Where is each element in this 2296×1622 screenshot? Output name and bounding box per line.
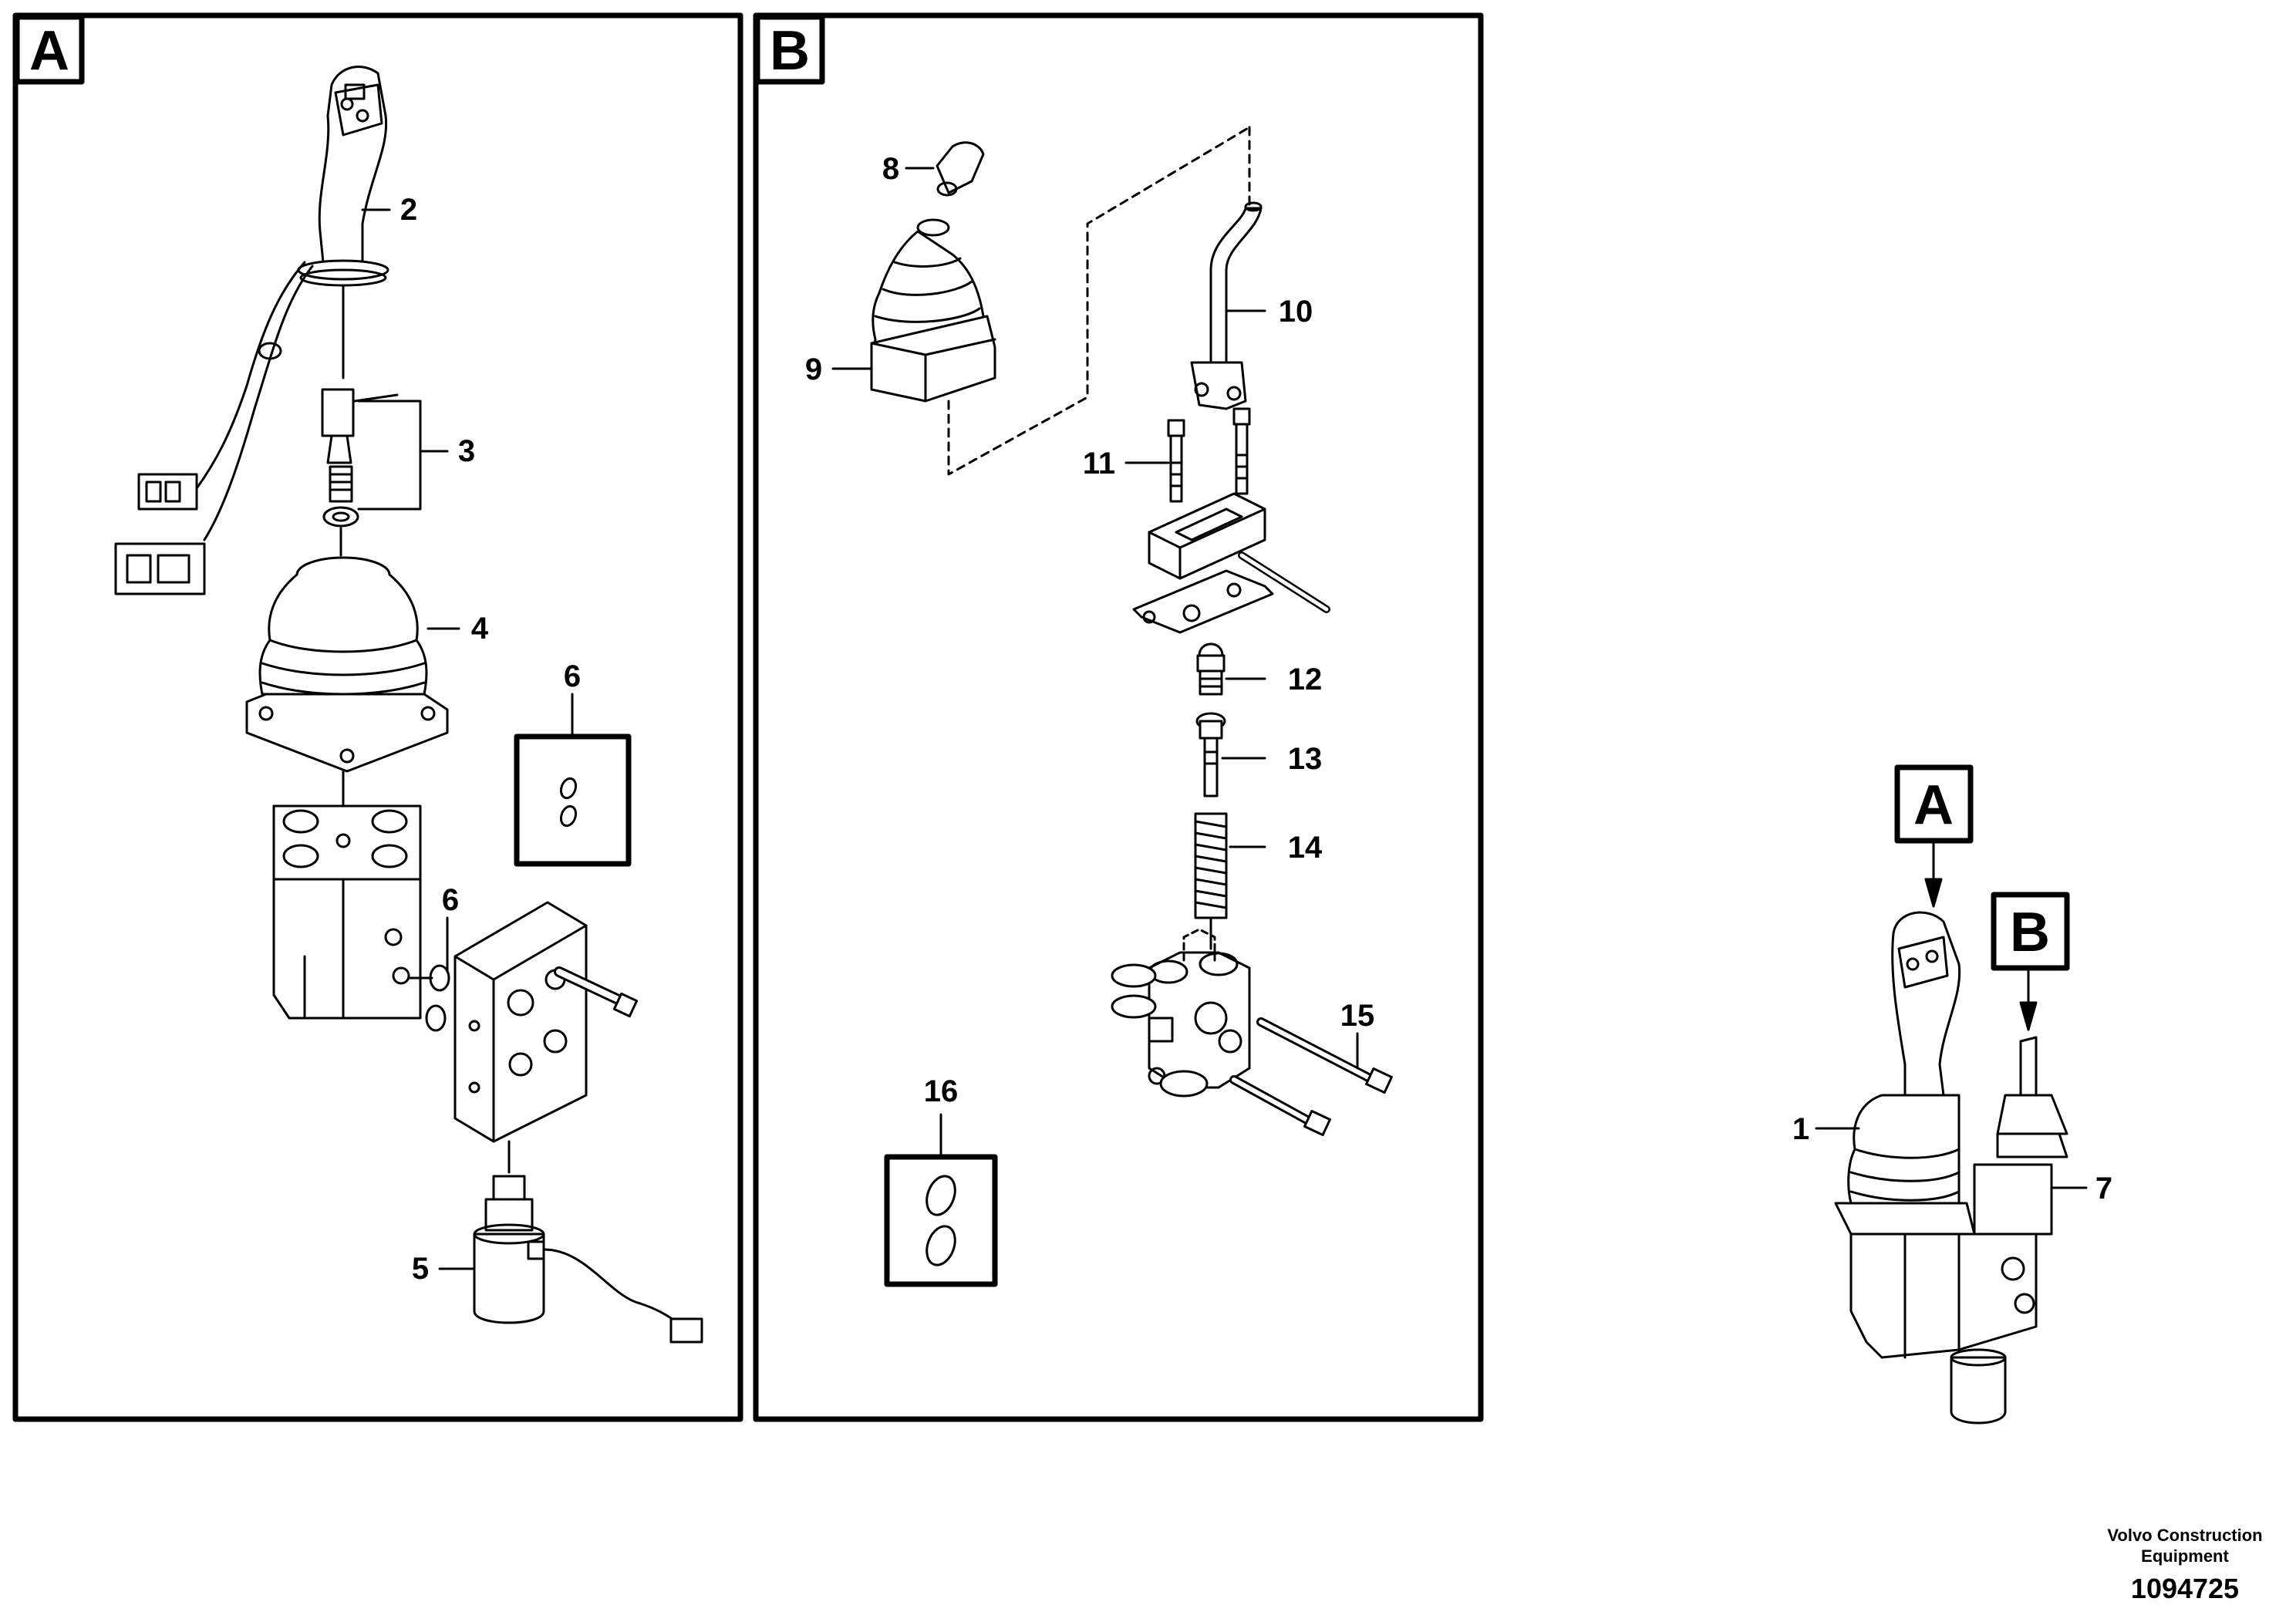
- bolt: [554, 966, 639, 1018]
- callout-9: 9: [805, 352, 822, 386]
- callout-16: 16: [924, 1074, 959, 1108]
- overview-label-b: B: [2010, 902, 2050, 963]
- plunger-part-12: [1196, 642, 1226, 696]
- spring-part-14: [1194, 812, 1228, 919]
- valve-body: [272, 804, 422, 1020]
- callout-4: 4: [471, 612, 489, 646]
- assembly-guide-line: [947, 126, 1251, 476]
- callout-5: 5: [412, 1252, 429, 1286]
- lever-part-10: [1190, 201, 1263, 410]
- callout-3: 3: [458, 434, 475, 468]
- connector-plug-small: [137, 473, 198, 511]
- seal-ring-icon: [559, 804, 578, 828]
- panel-b-label: B: [770, 20, 810, 82]
- callout-6a: 6: [564, 659, 581, 693]
- screw-part-15: [1229, 1017, 1393, 1136]
- overview-label-b-box: [1991, 892, 2070, 971]
- joystick-assembly-overview: [1834, 911, 2068, 1425]
- o-ring-part-6: [429, 964, 450, 992]
- screw-part-11: [1167, 407, 1251, 503]
- mount-block: [1132, 492, 1330, 634]
- footer-company-line2: Equipment: [2141, 1546, 2229, 1566]
- joystick-handle-part-2: [297, 66, 389, 379]
- handle-wire-2: [203, 265, 314, 541]
- wire-tie: [258, 342, 282, 360]
- panel-b-frame: [753, 12, 1484, 1422]
- solenoid-part-5: [473, 1175, 703, 1344]
- shaft-assembly-part-3: [321, 388, 399, 557]
- callout-7: 7: [2095, 1172, 2112, 1206]
- adapter-plate: [453, 901, 588, 1143]
- drawing-number: 1094725: [2131, 1573, 2239, 1604]
- callout-12: 12: [1288, 663, 1323, 696]
- callout-10: 10: [1279, 295, 1313, 329]
- callout-6b: 6: [442, 883, 459, 917]
- panel-a-label-box: [14, 14, 85, 85]
- callout-1: 1: [1792, 1112, 1809, 1146]
- callout-11: 11: [1083, 447, 1115, 481]
- panel-a-label: A: [29, 20, 69, 82]
- panel-a-frame: [12, 12, 743, 1422]
- handle-wire-1: [191, 261, 306, 495]
- overview-label-a: A: [1913, 774, 1954, 836]
- seal-ring-icon: [925, 1225, 956, 1266]
- seal-ring-icon: [559, 777, 578, 800]
- callout-14: 14: [1288, 831, 1323, 865]
- pin-part-13: [1195, 712, 1226, 798]
- callout-13: 13: [1288, 742, 1323, 776]
- seal-ring-icon: [925, 1175, 956, 1216]
- connector-plug-large: [114, 542, 206, 595]
- callout-2: 2: [400, 193, 417, 227]
- switch-boot-part-9: [870, 218, 996, 403]
- o-ring-part-6b: [425, 1004, 447, 1032]
- rubber-boot-part-4: [245, 556, 449, 827]
- callout-15: 15: [1340, 999, 1375, 1033]
- panel-b-label-box: [754, 14, 825, 85]
- valve-block-part-15: [1111, 928, 1251, 1098]
- seal-kit-box-part-6: [514, 733, 632, 867]
- knob-cap-part-8: [936, 141, 985, 197]
- callout-8: 8: [882, 152, 899, 186]
- footer-company-line1: Volvo Construction: [2107, 1526, 2262, 1545]
